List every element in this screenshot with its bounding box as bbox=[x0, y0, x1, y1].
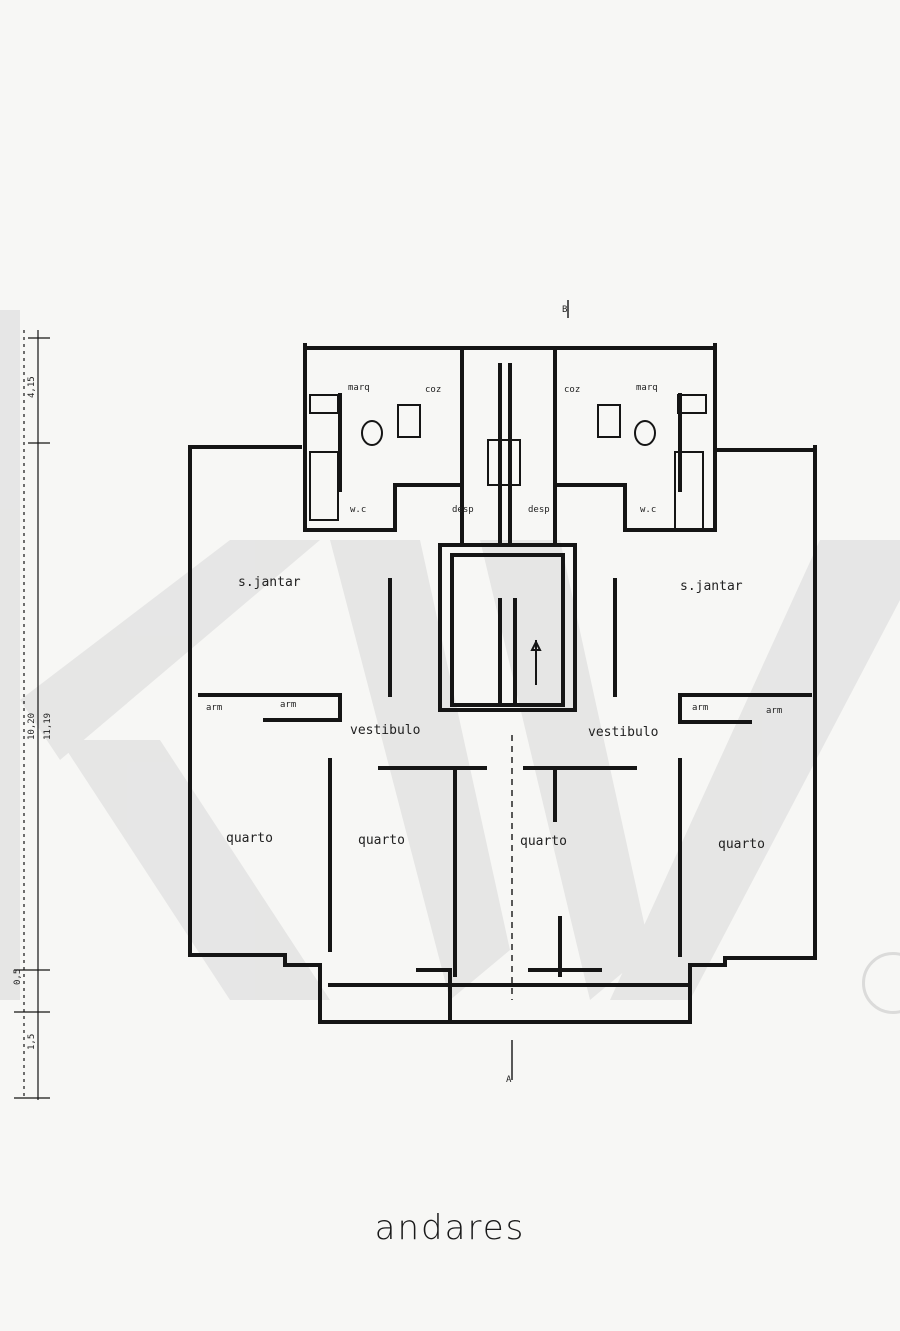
section-marker-top: B bbox=[562, 305, 567, 315]
room-label-arm-1: arm bbox=[206, 703, 222, 713]
dim-total-a-label: 10,20 bbox=[27, 713, 37, 740]
dim-bottom-b-label: 0,5 bbox=[13, 969, 23, 985]
room-label-s-jantar-right: s.jantar bbox=[680, 579, 743, 594]
room-label-wc-right: w.c bbox=[640, 505, 656, 515]
room-label-coz-left: coz bbox=[425, 385, 441, 395]
room-label-vestibulo-right: vestibulo bbox=[588, 725, 658, 740]
fixtures bbox=[309, 394, 707, 685]
section-marker-lines bbox=[511, 300, 569, 1080]
room-label-arm-4: arm bbox=[766, 706, 782, 716]
room-label-s-jantar-left: s.jantar bbox=[238, 575, 301, 590]
room-label-desp-left: desp bbox=[452, 505, 474, 515]
room-label-quarto-3: quarto bbox=[520, 834, 567, 849]
walls bbox=[188, 343, 817, 1024]
dim-bottom-a-label: 1,5 bbox=[27, 1034, 37, 1050]
section-marker-bottom: A bbox=[506, 1075, 512, 1085]
dim-total-b-label: 11,19 bbox=[43, 713, 53, 740]
room-label-wc-left: w.c bbox=[350, 505, 366, 515]
room-label-coz-right: coz bbox=[564, 385, 580, 395]
room-label-vestibulo-left: vestibulo bbox=[350, 723, 420, 738]
dim-top-label: 4,15 bbox=[27, 376, 37, 398]
room-label-desp-right: desp bbox=[528, 505, 550, 515]
floor-caption: andares bbox=[374, 1208, 526, 1248]
room-label-arm-2: arm bbox=[280, 700, 296, 710]
kw-watermark-icon bbox=[0, 310, 900, 1000]
room-label-quarto-2: quarto bbox=[358, 833, 405, 848]
room-label-quarto-1: quarto bbox=[226, 831, 273, 846]
room-label-quarto-4: quarto bbox=[718, 837, 765, 852]
room-label-marq-left: marq bbox=[348, 383, 370, 393]
room-label-arm-3: arm bbox=[692, 703, 708, 713]
room-label-marq-right: marq bbox=[636, 383, 658, 393]
dimension-lines bbox=[14, 330, 50, 1100]
